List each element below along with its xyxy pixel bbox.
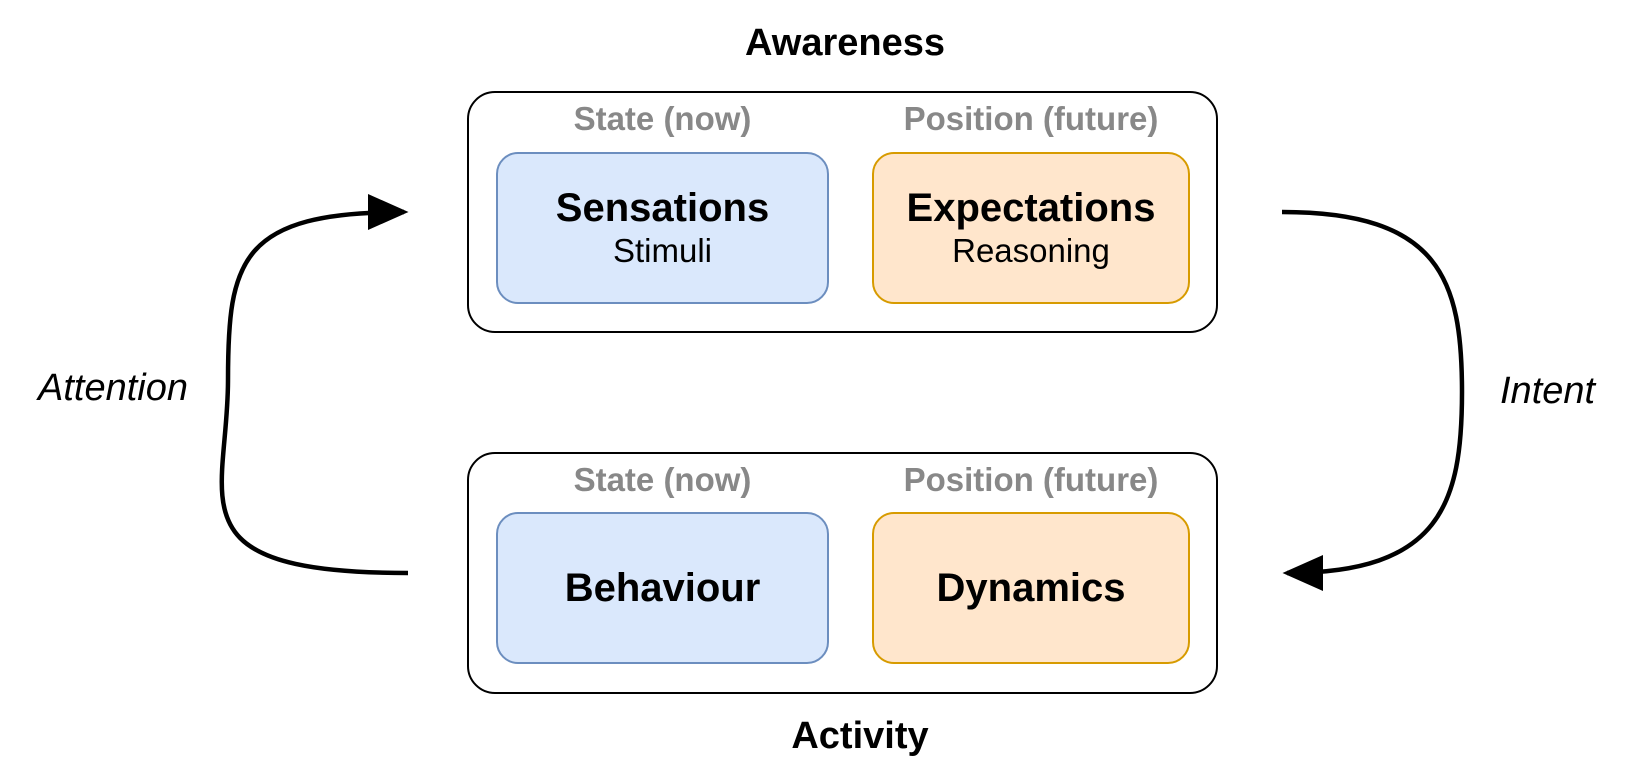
reasoning-subtitle: Reasoning (952, 232, 1110, 270)
intent-arrow (1281, 209, 1465, 591)
activity-position-label: Position (future) (903, 461, 1159, 498)
awareness-state-label: State (now) (573, 100, 752, 137)
behaviour-title: Behaviour (564, 566, 761, 610)
dynamics-box: Dynamics (872, 512, 1190, 664)
sensations-title: Sensations (555, 186, 770, 231)
dynamics-title: Dynamics (936, 566, 1126, 610)
sensations-box: Sensations Stimuli (496, 152, 829, 304)
expectations-title: Expectations (906, 186, 1156, 231)
expectations-box: Expectations Reasoning (872, 152, 1190, 304)
behaviour-box: Behaviour (496, 512, 829, 664)
intent-label: Intent (1500, 370, 1596, 412)
attention-label: Attention (38, 367, 188, 409)
awareness-position-label: Position (future) (903, 100, 1159, 137)
activity-title: Activity (791, 715, 929, 757)
stimuli-subtitle: Stimuli (612, 232, 713, 270)
activity-state-label: State (now) (573, 461, 752, 498)
awareness-title: Awareness (745, 22, 945, 64)
attention-arrow (219, 194, 409, 576)
